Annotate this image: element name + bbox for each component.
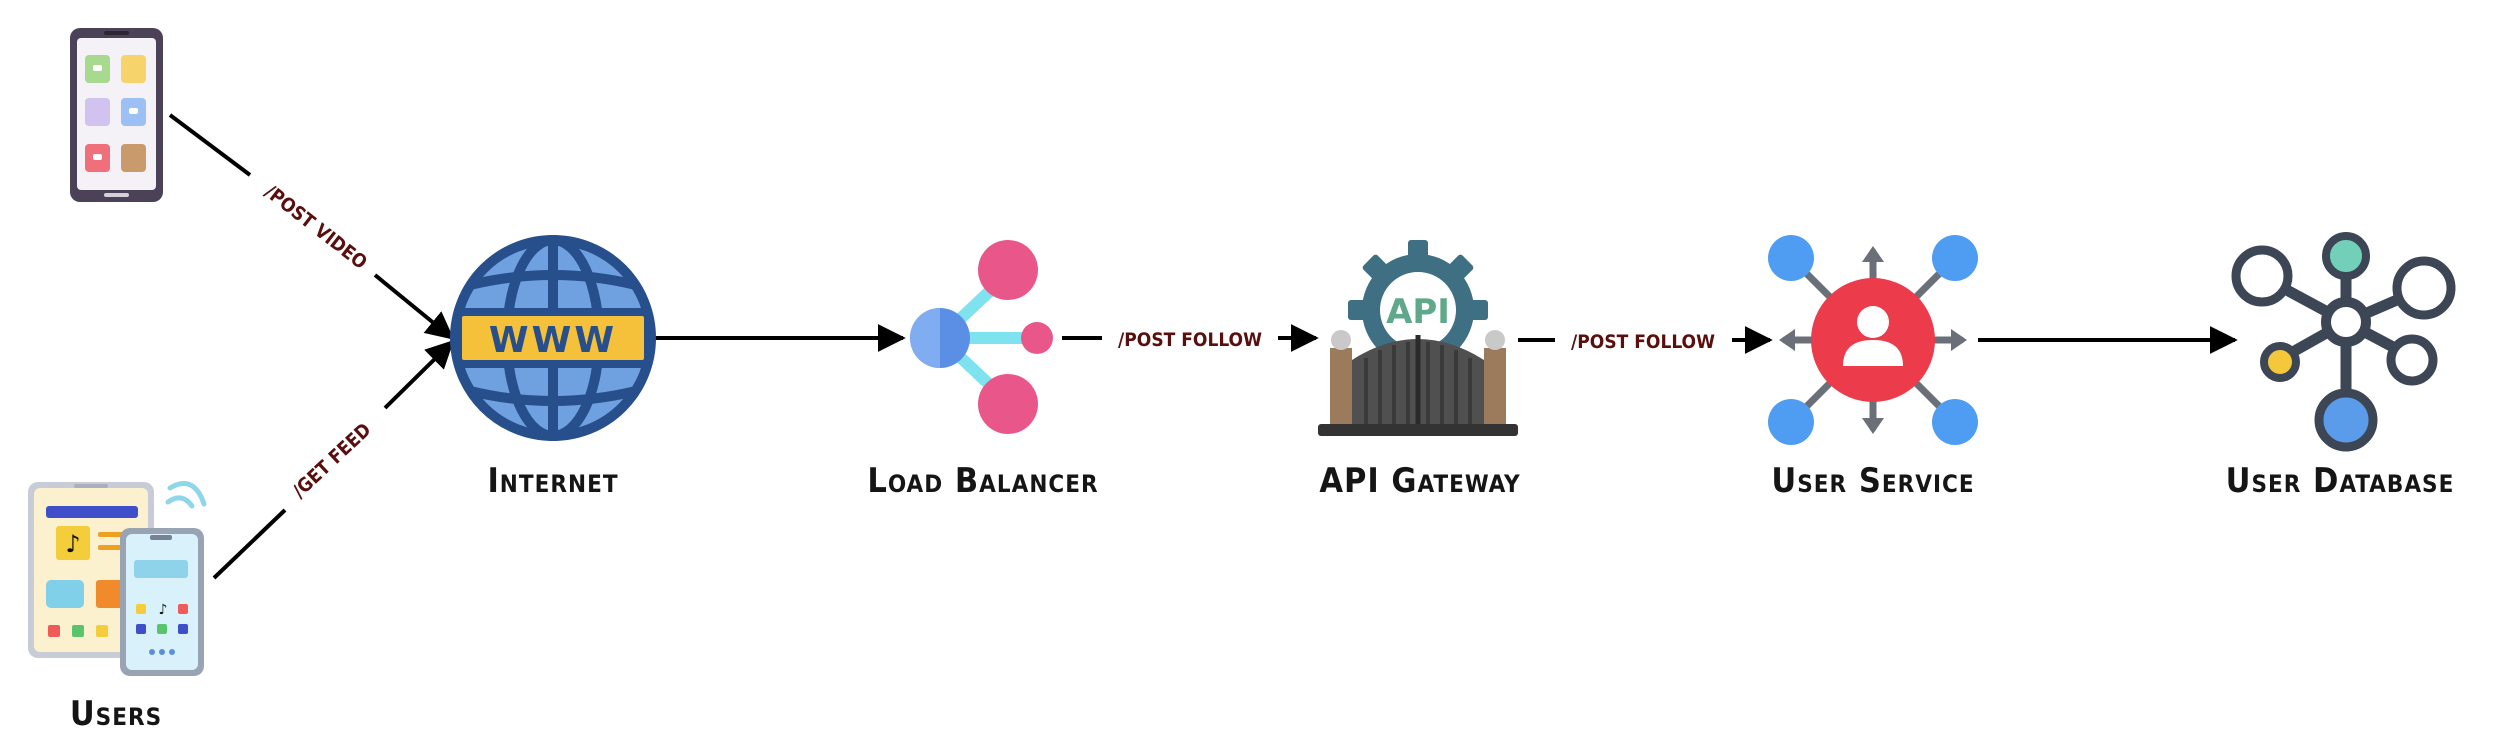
api-gate-icon: API: [1318, 240, 1518, 436]
database-network-icon: [2231, 232, 2456, 452]
devices-icon: ♪ ♪: [28, 481, 207, 676]
edge-post-follow-2: /POST FOLLOW: [1518, 326, 1773, 354]
svg-text:♪: ♪: [159, 602, 168, 618]
users-label: Users: [70, 694, 162, 734]
user-database-node: User Database: [2226, 232, 2456, 501]
internet-label: Internet: [487, 461, 618, 501]
edge-label-post-video: /POST VIDEO: [260, 181, 371, 274]
phone-icon: [70, 28, 163, 202]
edge-label-post-follow-1: /POST FOLLOW: [1118, 329, 1262, 351]
load-balancer-icon: [910, 240, 1053, 434]
load-balancer-node: Load Balancer: [867, 240, 1098, 501]
api-gateway-label: API Gateway: [1319, 461, 1520, 501]
globe-www-icon: WWW: [450, 235, 656, 441]
user-service-node: User Service: [1768, 235, 1978, 501]
users-node: ♪ ♪ Users: [28, 481, 207, 734]
edge-post-video: /POST VIDEO: [168, 113, 455, 340]
user-hub-icon: [1768, 235, 1978, 445]
edge-post-follow-1: /POST FOLLOW: [1062, 324, 1319, 352]
api-gateway-node: API API Gateway: [1318, 240, 1520, 501]
user-service-label: User Service: [1771, 461, 1974, 501]
load-balancer-label: Load Balancer: [867, 461, 1098, 501]
edge-label-get-feed: /GET FEED: [288, 419, 375, 502]
user-database-label: User Database: [2226, 461, 2455, 501]
internet-node: WWW Internet: [450, 235, 656, 501]
svg-text:♪: ♪: [65, 530, 80, 558]
svg-text:API: API: [1386, 292, 1450, 332]
svg-text:WWW: WWW: [489, 320, 617, 361]
edge-label-post-follow-2: /POST FOLLOW: [1571, 331, 1715, 353]
edge-get-feed: /GET FEED: [212, 340, 454, 580]
